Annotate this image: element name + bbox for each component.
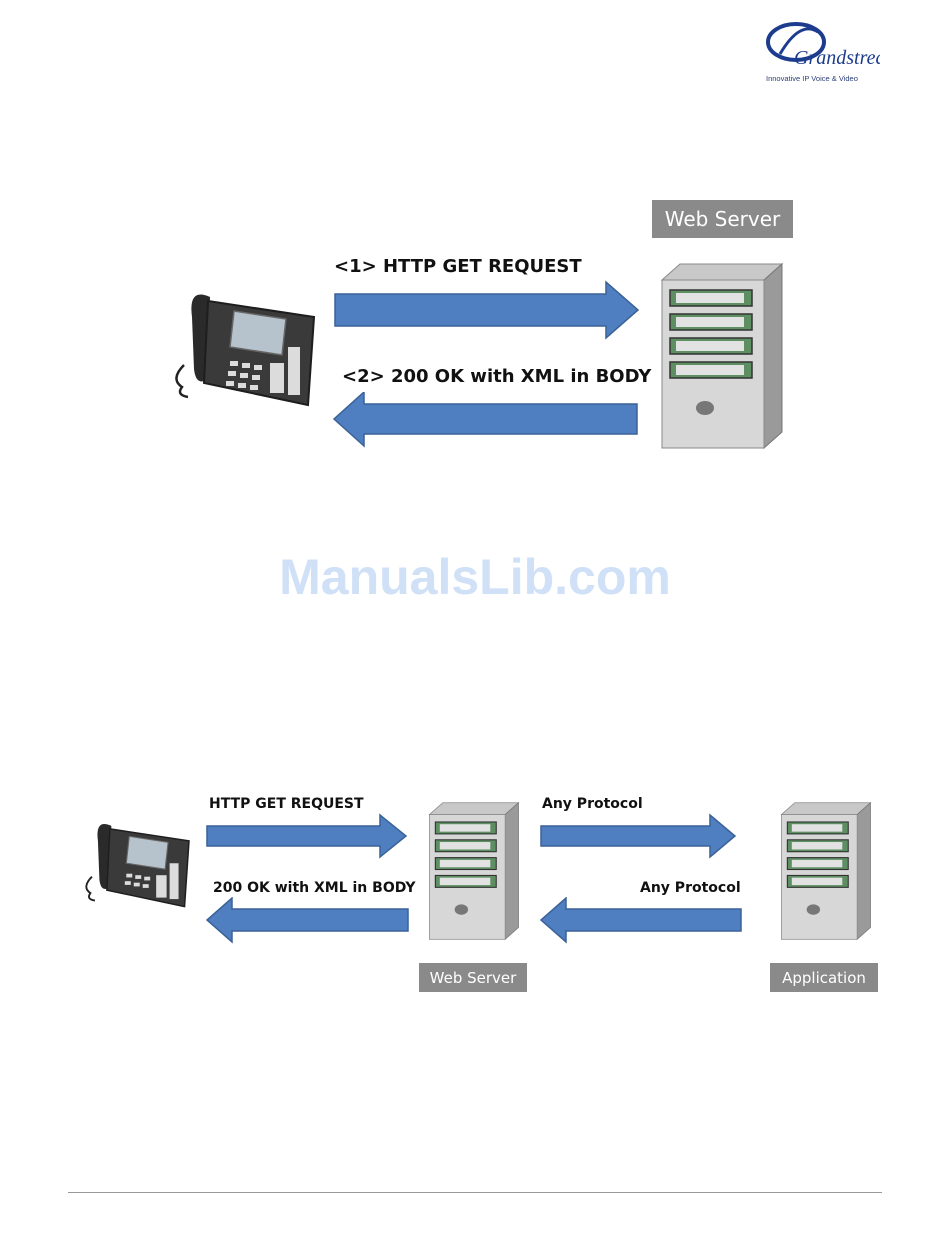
footer-divider <box>68 1192 882 1193</box>
any-protocol-out-label: Any Protocol <box>542 796 643 812</box>
response-arrow-left <box>330 392 642 448</box>
request-arrow-right <box>330 280 642 340</box>
ok-response-label: <2> 200 OK with XML in BODY <box>342 366 651 387</box>
manualslib-watermark: ManualsLib.com <box>0 548 950 606</box>
web-server-tag-2: Web Server <box>419 963 527 992</box>
http-get-request-label: <1> HTTP GET REQUEST <box>334 256 582 277</box>
request-arrow-right-2 <box>204 812 410 860</box>
logo-swirl-icon: Grandstream <box>760 14 880 76</box>
response-arrow-left-2 <box>204 897 412 945</box>
protocol-arrow-right <box>538 812 738 860</box>
application-tag: Application <box>770 963 878 992</box>
ip-phone-icon <box>168 287 318 409</box>
web-server-icon <box>652 262 784 450</box>
application-server-icon <box>774 800 872 942</box>
logo-tagline: Innovative IP Voice & Video <box>766 74 858 83</box>
http-get-request-label-2: HTTP GET REQUEST <box>209 796 364 812</box>
any-protocol-in-label: Any Protocol <box>640 880 741 896</box>
ok-response-label-2: 200 OK with XML in BODY <box>213 880 415 896</box>
web-server-icon-2 <box>422 800 520 942</box>
ip-phone-icon-2 <box>80 818 192 910</box>
web-server-tag: Web Server <box>652 200 793 238</box>
logo-brand: Grandstream <box>794 47 880 69</box>
protocol-arrow-left <box>538 897 744 945</box>
grandstream-logo: Grandstream Innovative IP Voice & Video <box>760 14 880 82</box>
